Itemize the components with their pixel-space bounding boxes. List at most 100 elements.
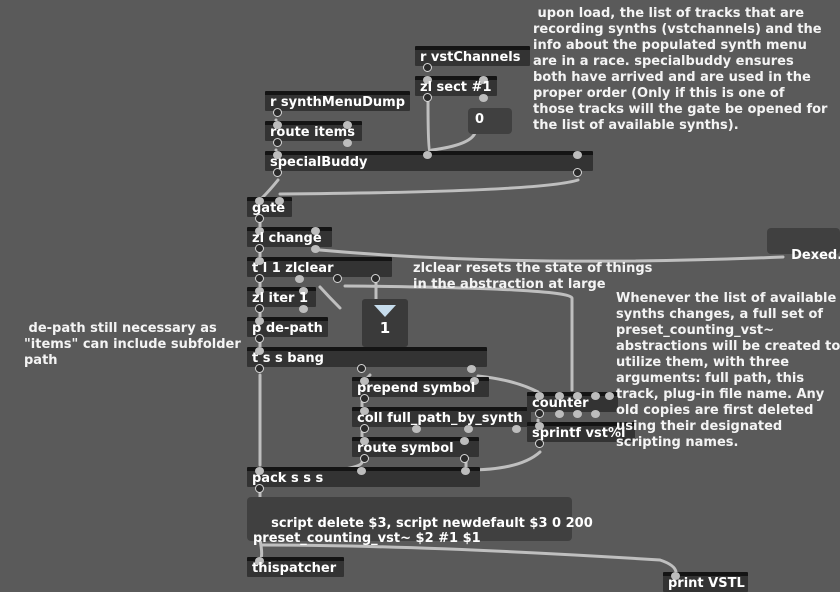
inlet[interactable] <box>460 437 469 445</box>
outlet[interactable] <box>555 410 564 418</box>
route-items-object[interactable]: route items <box>265 121 362 147</box>
object-label: thispatcher <box>252 561 337 576</box>
zl-change-object[interactable]: zl change <box>247 227 332 253</box>
outlet[interactable] <box>255 334 264 343</box>
route-symbol-object[interactable]: route symbol <box>352 437 479 463</box>
inlet[interactable] <box>423 151 432 159</box>
zl-iter-object[interactable]: zl iter 1 <box>247 287 316 313</box>
outlet[interactable] <box>371 274 380 283</box>
object-label: pack s s s <box>252 471 324 486</box>
inlet[interactable] <box>461 467 470 475</box>
inlet[interactable] <box>273 151 282 159</box>
inlet[interactable] <box>273 121 282 129</box>
trigger-object[interactable]: t l 1 zlclear <box>247 257 392 283</box>
outlet[interactable] <box>360 454 369 463</box>
print-vstl-object[interactable]: print VSTL <box>663 572 748 592</box>
inlet[interactable] <box>591 392 600 400</box>
outlet[interactable] <box>423 93 432 102</box>
outlet[interactable] <box>255 244 264 253</box>
outlet[interactable] <box>295 275 304 283</box>
outlet[interactable] <box>467 365 476 373</box>
outlet[interactable] <box>460 454 469 463</box>
outlet[interactable] <box>360 394 369 403</box>
inlet[interactable] <box>255 257 264 265</box>
outlet[interactable] <box>343 139 352 147</box>
outlet[interactable] <box>479 94 488 102</box>
script-message-box[interactable]: script delete $3, script newdefault $3 0… <box>247 497 593 546</box>
outlet[interactable] <box>573 410 582 418</box>
pack-object[interactable]: pack s s s <box>247 467 480 493</box>
inlet[interactable] <box>357 467 366 475</box>
inlet[interactable] <box>535 422 544 430</box>
outlet[interactable] <box>255 484 264 493</box>
specialbuddy-object[interactable]: specialBuddy <box>265 151 593 177</box>
r-vstchannels-object[interactable]: r vstChannels <box>415 46 530 72</box>
outlet[interactable] <box>255 304 264 313</box>
inlet[interactable] <box>479 76 488 84</box>
inlet[interactable] <box>275 197 284 205</box>
upon-load-comment: upon load, the list of tracks that are r… <box>533 6 828 133</box>
inlet[interactable] <box>255 317 264 325</box>
trigger-sym-object[interactable]: t s s bang <box>247 347 487 373</box>
outlet[interactable] <box>273 108 282 117</box>
inlet[interactable] <box>605 392 614 400</box>
inlet[interactable] <box>360 437 369 445</box>
cable <box>430 131 477 152</box>
inlet[interactable] <box>255 557 264 565</box>
outlet[interactable] <box>512 425 521 433</box>
outlet[interactable] <box>273 138 282 147</box>
outlet[interactable] <box>573 168 582 177</box>
cable <box>318 285 342 310</box>
inlet[interactable] <box>573 392 582 400</box>
object-label: zl sect #1 <box>420 80 492 95</box>
inlet[interactable] <box>255 197 264 205</box>
outlet[interactable] <box>535 439 544 448</box>
outlet[interactable] <box>311 245 320 253</box>
inlet[interactable] <box>299 287 308 295</box>
inlet[interactable] <box>255 287 264 295</box>
inlet[interactable] <box>311 227 320 235</box>
outlet[interactable] <box>423 63 432 72</box>
outlet[interactable] <box>412 425 421 433</box>
inlet[interactable] <box>255 467 264 475</box>
inlet[interactable] <box>573 151 582 159</box>
inlet[interactable] <box>671 572 680 580</box>
inlet[interactable] <box>343 121 352 129</box>
prepend-symbol-object[interactable]: prepend symbol <box>352 377 489 403</box>
outlet[interactable] <box>357 364 366 373</box>
bang-button[interactable]: 1 <box>362 299 408 347</box>
dexed-message-box[interactable]: Dexed.dll <box>767 228 840 263</box>
outlet[interactable] <box>535 409 544 418</box>
outlet[interactable] <box>255 214 264 223</box>
object-label: t l 1 zlclear <box>252 261 334 276</box>
r-synthmenudump-object[interactable]: r synthMenuDump <box>265 91 410 117</box>
outlet[interactable] <box>360 424 369 433</box>
inlet[interactable] <box>255 347 264 355</box>
inlet[interactable] <box>360 407 369 415</box>
number-box[interactable]: 0 <box>468 108 512 134</box>
inlet[interactable] <box>555 392 564 400</box>
p-depath-object[interactable]: p de-path <box>247 317 328 343</box>
outlet[interactable] <box>299 305 308 313</box>
sprintf-object[interactable]: sprintf vst%i <box>527 422 635 448</box>
outlet[interactable] <box>255 274 264 283</box>
coll-object[interactable]: coll full_path_by_synth <box>352 407 531 433</box>
outlet[interactable] <box>464 425 473 433</box>
zl-sect-object[interactable]: zl sect #1 <box>415 76 497 102</box>
inlet[interactable] <box>470 377 479 385</box>
outlet[interactable] <box>591 410 600 418</box>
inlet[interactable] <box>360 377 369 385</box>
outlet[interactable] <box>333 274 342 283</box>
outlet[interactable] <box>273 168 282 177</box>
gate-object[interactable]: gate <box>247 197 292 223</box>
object-label: counter <box>532 396 589 411</box>
inlet[interactable] <box>423 76 432 84</box>
outlet[interactable] <box>255 364 264 373</box>
counter-object[interactable]: counter <box>527 392 618 418</box>
depath-comment: de-path still necessary as "items" can i… <box>24 321 241 368</box>
object-label: zl iter 1 <box>252 291 309 306</box>
inlet[interactable] <box>535 392 544 400</box>
inlet[interactable] <box>255 227 264 235</box>
thispatcher-object[interactable]: thispatcher <box>247 557 344 577</box>
